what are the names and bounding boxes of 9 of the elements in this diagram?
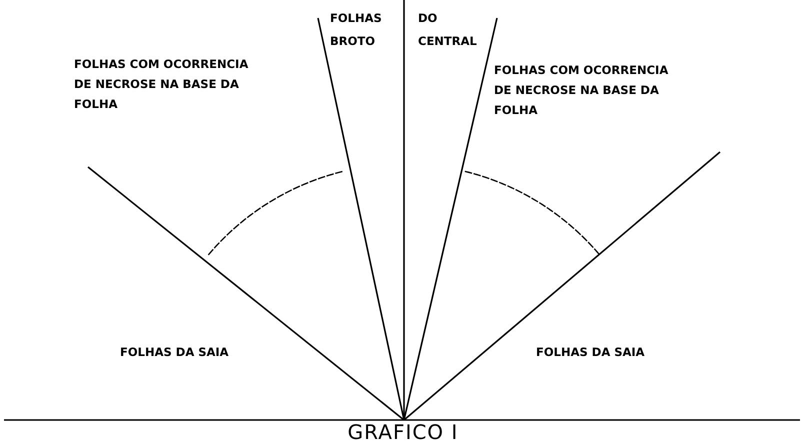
region-label: DO xyxy=(418,10,438,27)
region-label: FOLHAS xyxy=(330,10,383,27)
region-label: CENTRAL xyxy=(418,33,478,50)
chart-title: GRAFICO I xyxy=(346,421,460,443)
region-label: FOLHAS DA SAIA xyxy=(120,344,230,361)
region-label: FOLHAS DA SAIA xyxy=(536,344,646,361)
region-label: FOLHAS COM OCORRENCIA DE NECROSE NA BASE DA FOLHA xyxy=(494,62,669,119)
region-label: FOLHAS COM OCORRENCIA DE NECROSE NA BASE DA FOLHA xyxy=(74,56,249,113)
region-label: BROTO xyxy=(330,33,376,50)
